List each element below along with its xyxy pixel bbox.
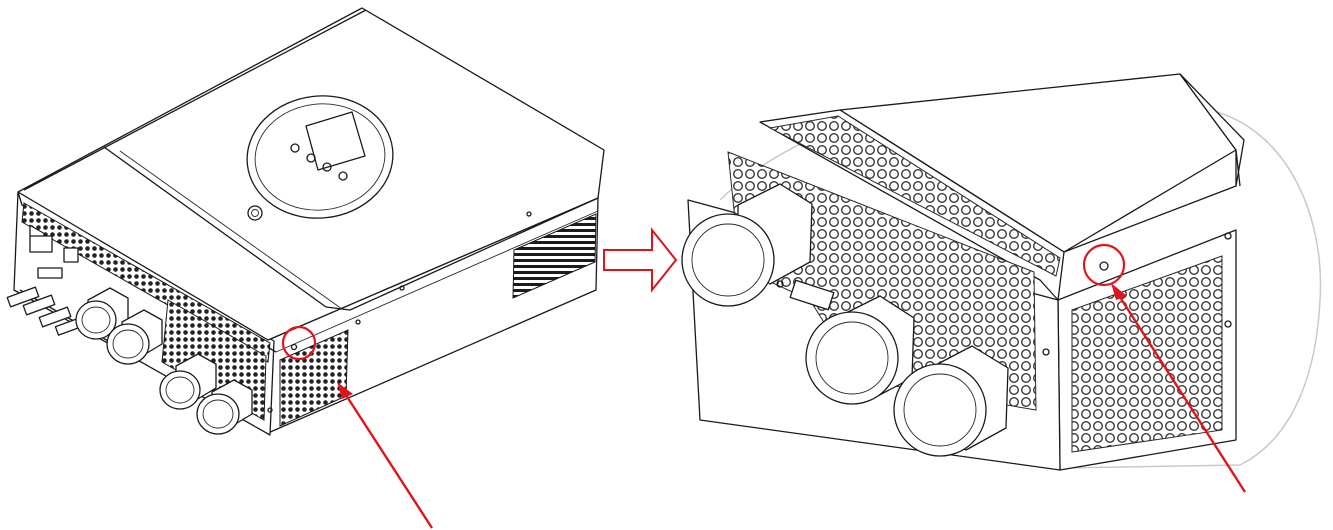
screw — [776, 280, 784, 288]
inverter-top-lid — [17, 7, 605, 341]
control-button — [322, 162, 332, 172]
detail-side-vent-grille — [1071, 255, 1223, 453]
control-button — [306, 153, 316, 163]
inverter-full-view — [6, 7, 605, 529]
display-bezel-ring — [246, 95, 394, 219]
circle-highlight-icon — [1082, 243, 1126, 287]
screw — [399, 285, 405, 291]
screw — [526, 211, 532, 217]
db9-port — [37, 267, 63, 279]
control-panel — [246, 95, 394, 221]
cable-gland — [196, 379, 253, 435]
rj45-port — [29, 235, 53, 253]
pointer-arrow-icon — [1111, 283, 1247, 493]
screw — [1224, 320, 1232, 328]
control-button — [338, 171, 348, 181]
inverter-corner-detail-view — [681, 73, 1322, 493]
detail-db9-port — [789, 279, 835, 311]
power-switch-icon — [247, 205, 263, 221]
cable-gland — [106, 309, 163, 365]
screw — [1042, 348, 1050, 356]
cable-gland — [75, 287, 129, 340]
side-vent-slots — [512, 213, 597, 299]
cable-gland — [681, 183, 813, 307]
detail-lid-vent-grille — [768, 115, 1061, 277]
screw — [1224, 232, 1232, 240]
usb-port — [63, 247, 79, 263]
screw — [290, 343, 298, 351]
circle-highlight-icon — [281, 325, 317, 361]
cable-gland — [159, 353, 217, 410]
screw — [355, 319, 361, 325]
control-button — [290, 143, 300, 153]
cable-gland — [893, 345, 1009, 457]
screw — [267, 407, 273, 413]
pointer-arrow-icon — [337, 382, 434, 529]
screw — [1099, 261, 1109, 271]
arrow-right-icon — [603, 227, 678, 293]
front-vent-grille-upper — [21, 202, 271, 363]
cable-gland — [805, 295, 915, 405]
